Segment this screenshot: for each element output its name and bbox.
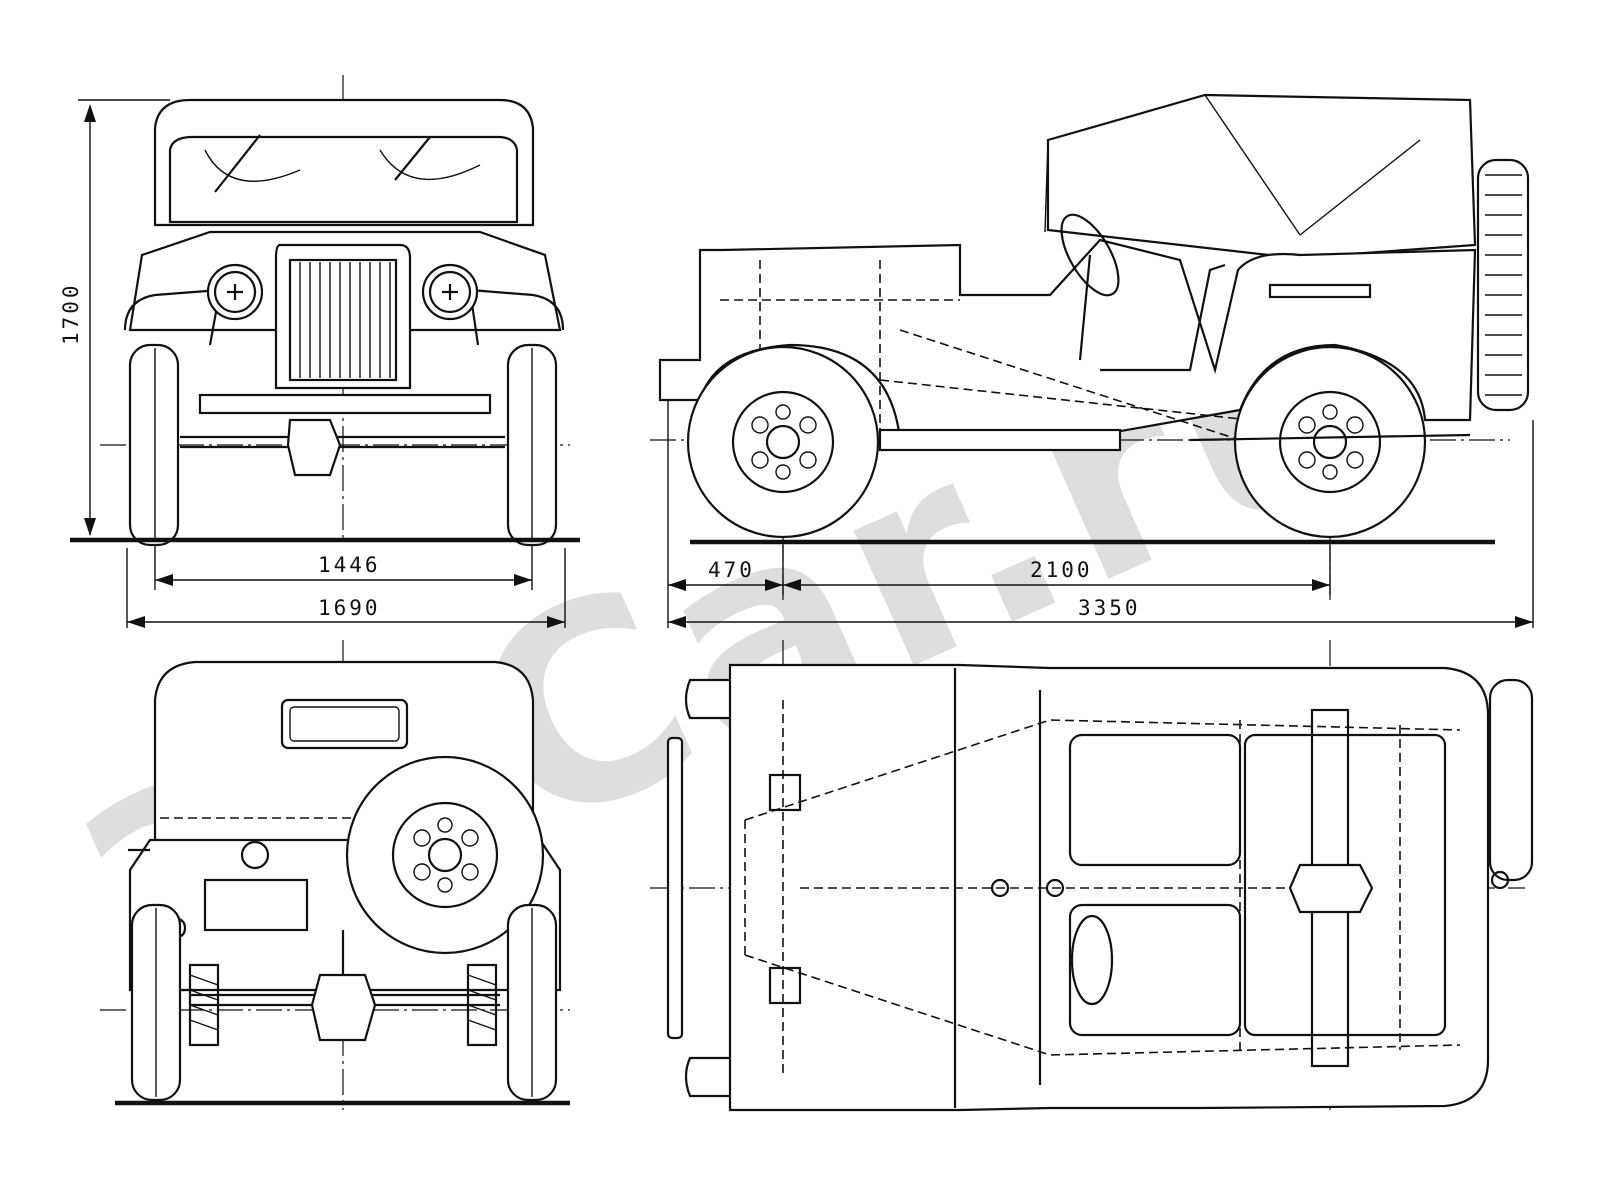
side-front-wheel bbox=[686, 345, 880, 539]
rear-view bbox=[100, 640, 570, 1110]
left-headlight bbox=[206, 263, 264, 321]
front-bumper bbox=[198, 393, 492, 415]
side-door-handle bbox=[1268, 283, 1372, 299]
front-grille bbox=[274, 243, 412, 390]
top-left-seat bbox=[1068, 733, 1242, 867]
side-soft-top bbox=[1046, 93, 1477, 260]
wheelbase-label: 2100 bbox=[1030, 558, 1093, 582]
rear-spare-tire bbox=[345, 755, 545, 955]
side-frame-rail bbox=[878, 428, 1122, 452]
rear-license-plate bbox=[203, 878, 309, 932]
rear-window bbox=[280, 698, 409, 750]
front-fenders bbox=[123, 288, 565, 346]
side-view bbox=[650, 93, 1530, 600]
right-headlight bbox=[421, 263, 479, 321]
side-dimensions: 470 2100 3350 bbox=[667, 400, 1534, 628]
top-rear-differential bbox=[1288, 863, 1374, 914]
side-seat bbox=[1100, 263, 1226, 372]
height-label: 1700 bbox=[59, 282, 83, 345]
front-left-wheel bbox=[128, 343, 180, 547]
front-view bbox=[70, 75, 580, 547]
top-right-seat bbox=[1068, 903, 1242, 1037]
top-front-bumper bbox=[666, 736, 684, 1040]
side-steering-wheel bbox=[1060, 213, 1120, 297]
top-spare-tire bbox=[1488, 678, 1534, 882]
front-overhang-label: 470 bbox=[708, 558, 755, 582]
side-spare-tire bbox=[1476, 158, 1530, 412]
overall-width-label: 1690 bbox=[318, 596, 381, 620]
track-label: 1446 bbox=[318, 553, 381, 577]
rear-differential bbox=[310, 973, 377, 1042]
side-rear-wheel bbox=[1233, 345, 1427, 539]
top-frame-rails bbox=[744, 719, 1461, 1056]
left-wiper bbox=[214, 134, 261, 193]
top-view bbox=[650, 640, 1534, 1112]
top-steering-wheel bbox=[1070, 914, 1114, 1006]
rear-fuel-cap bbox=[240, 840, 270, 870]
front-differential bbox=[286, 418, 342, 477]
front-windshield bbox=[168, 135, 519, 224]
front-dimensions: 1700 1446 1690 bbox=[59, 99, 566, 628]
front-soft-top bbox=[153, 98, 535, 227]
top-rear-seat bbox=[1243, 733, 1447, 1037]
right-wiper bbox=[394, 136, 431, 181]
overall-length-label: 3350 bbox=[1078, 596, 1141, 620]
